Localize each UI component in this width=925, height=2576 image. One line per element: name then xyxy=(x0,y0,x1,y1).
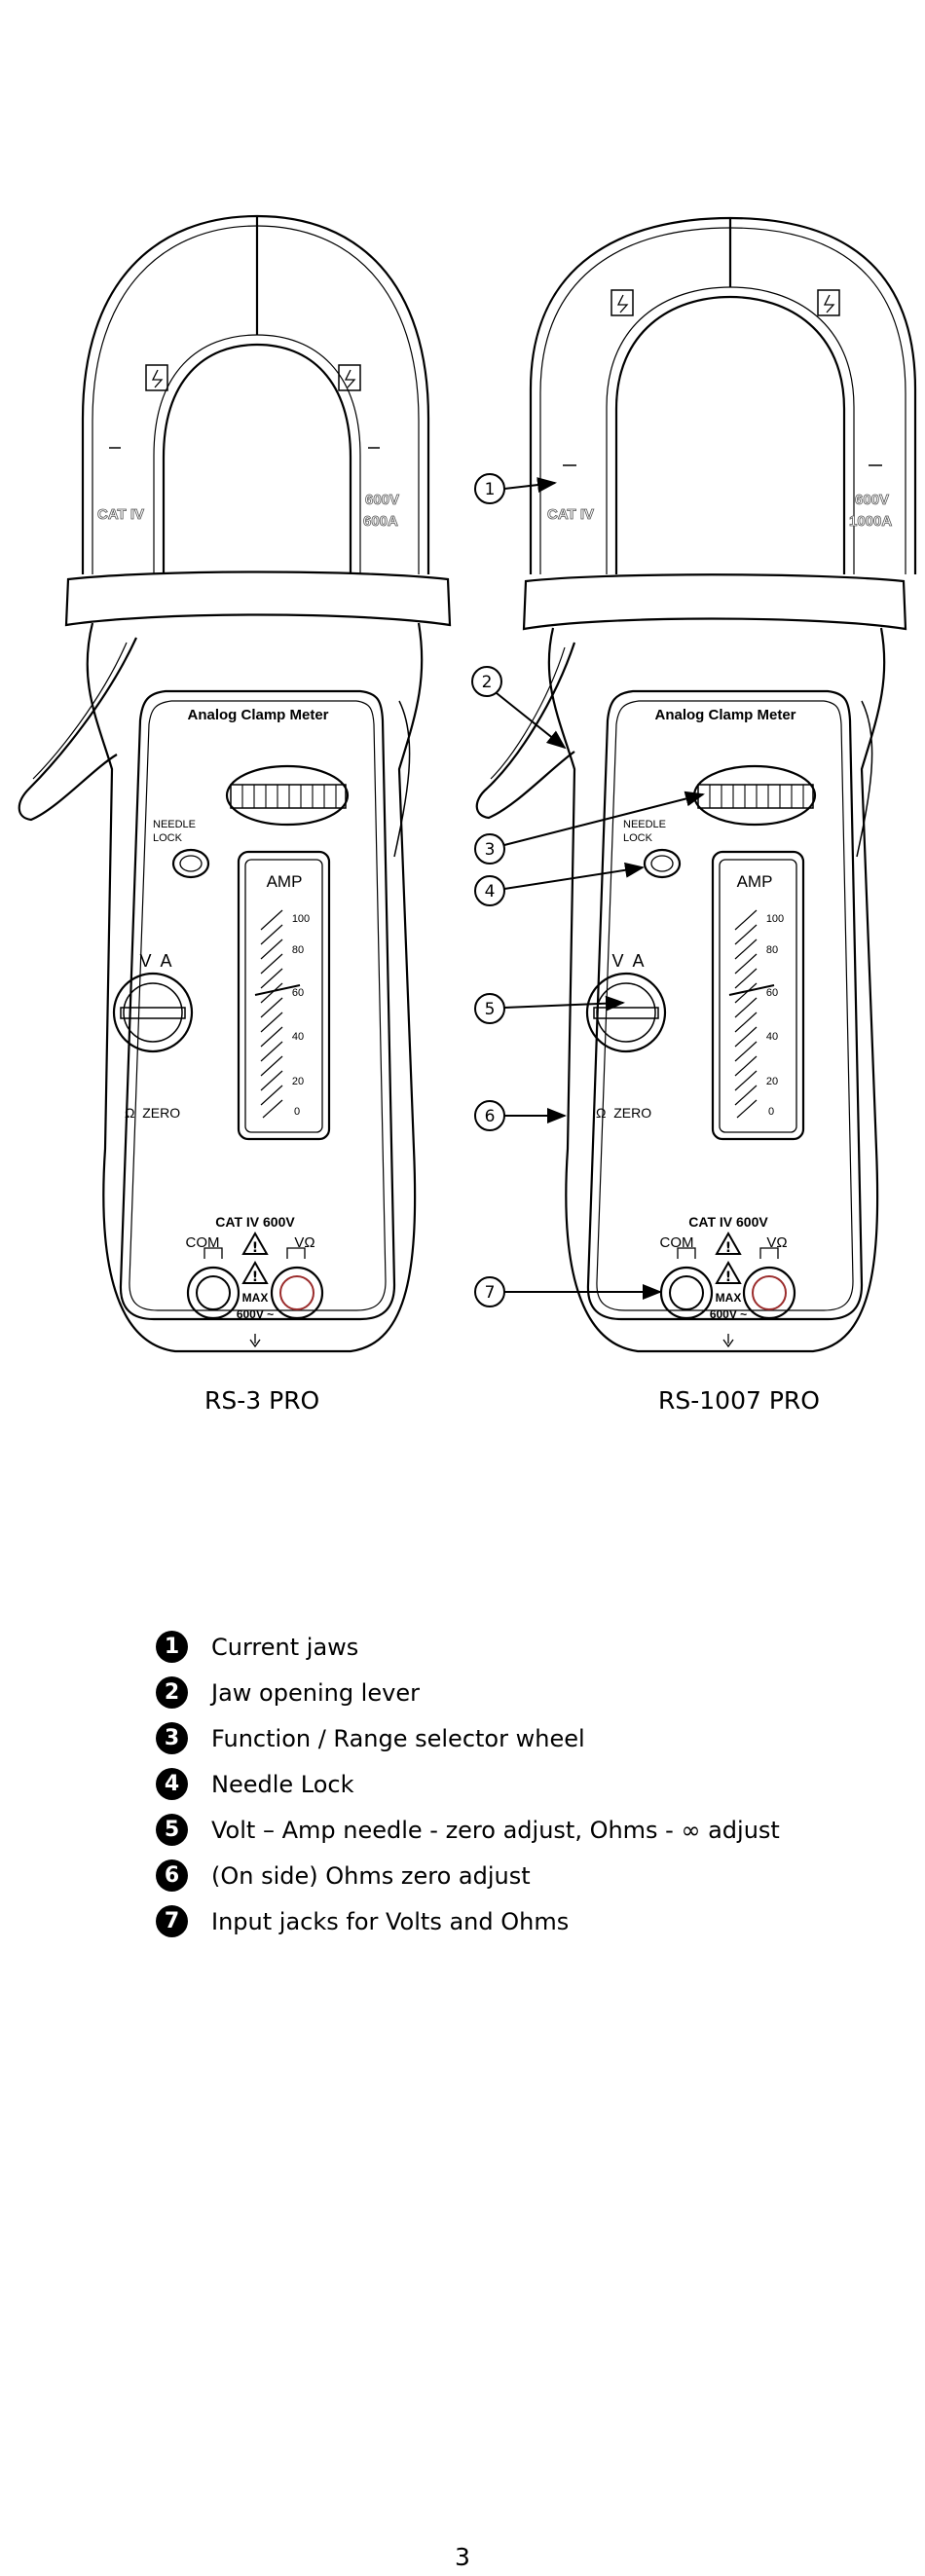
callout-3: 3 xyxy=(485,840,496,860)
number-badge: 5 xyxy=(156,1814,188,1846)
scale-tick: 60 xyxy=(766,987,778,999)
jack-vohm-label: VΩ xyxy=(766,1234,787,1251)
legend-text: (On side) Ohms zero adjust xyxy=(211,1861,531,1890)
va-label: V A xyxy=(611,951,644,971)
jack-com-label: COM xyxy=(186,1234,220,1251)
model-label-rs3: RS-3 PRO xyxy=(204,1386,320,1415)
needle-lock-label-2: LOCK xyxy=(623,832,653,844)
legend-text: Needle Lock xyxy=(211,1770,354,1798)
scale-tick: 20 xyxy=(766,1076,778,1087)
callout-6: 6 xyxy=(485,1107,496,1126)
legend-text: Jaw opening lever xyxy=(211,1678,420,1707)
legend-text: Current jaws xyxy=(211,1633,359,1661)
scale-tick: 20 xyxy=(292,1076,304,1087)
legend-item: 4 Needle Lock xyxy=(156,1761,780,1807)
scale-tick: 80 xyxy=(292,944,304,956)
jaw-right-current: 1000A xyxy=(849,513,892,530)
jaw-left-label: CAT IV xyxy=(97,506,144,523)
max-voltage: 600V ~ xyxy=(237,1307,274,1321)
legend-item: 6 (On side) Ohms zero adjust xyxy=(156,1853,780,1898)
parts-legend: 1 Current jaws 2 Jaw opening lever 3 Functi… xyxy=(156,1624,780,1944)
legend-text: Input jacks for Volts and Ohms xyxy=(211,1907,570,1935)
scale-tick: 60 xyxy=(292,987,304,999)
callout-5: 5 xyxy=(485,1000,496,1019)
jaw-right-voltage: 600V xyxy=(855,492,889,508)
max-voltage: 600V ~ xyxy=(710,1307,747,1321)
jaw-left-label: CAT IV xyxy=(547,506,594,523)
svg-text:!: ! xyxy=(725,1270,731,1285)
ohm-zero-label: Ω ZERO xyxy=(596,1105,651,1121)
jack-vohm-label: VΩ xyxy=(294,1234,314,1251)
number-badge: 2 xyxy=(156,1676,188,1709)
max-label: MAX xyxy=(242,1291,269,1305)
meter-illustration: 1 2 3 4 5 6 7 CAT IV 600V 600A Analog Cl… xyxy=(18,214,917,1353)
scale-tick: 40 xyxy=(766,1031,778,1043)
cat-rating: CAT IV 600V xyxy=(688,1214,768,1230)
callout-2: 2 xyxy=(482,673,493,692)
svg-text:!: ! xyxy=(252,1240,258,1256)
meter-title: Analog Clamp Meter xyxy=(187,707,328,723)
scale-tick: 40 xyxy=(292,1031,304,1043)
lever xyxy=(475,642,576,820)
ohm-zero-label: Ω ZERO xyxy=(125,1105,180,1121)
legend-item: 7 Input jacks for Volts and Ohms xyxy=(156,1898,780,1944)
jaw-right-voltage: 600V xyxy=(365,492,399,508)
legend-item: 2 Jaw opening lever xyxy=(156,1670,780,1715)
meter-title: Analog Clamp Meter xyxy=(654,707,796,723)
model-label-rs1007: RS-1007 PRO xyxy=(658,1386,820,1415)
legend-text: Volt – Amp needle - zero adjust, Ohms - … xyxy=(211,1816,780,1844)
scale-tick: 0 xyxy=(768,1106,774,1118)
number-badge: 1 xyxy=(156,1631,188,1663)
meter-rs1007 xyxy=(475,216,917,1353)
cat-rating: CAT IV 600V xyxy=(215,1214,295,1230)
meter-rs3 xyxy=(18,214,452,1353)
number-badge: 3 xyxy=(156,1722,188,1754)
svg-text:!: ! xyxy=(725,1240,731,1256)
svg-text:!: ! xyxy=(252,1270,258,1285)
max-label: MAX xyxy=(716,1291,742,1305)
number-badge: 7 xyxy=(156,1905,188,1937)
jack-com-label: COM xyxy=(660,1234,694,1251)
scale-tick: 100 xyxy=(766,913,784,925)
legend-text: Function / Range selector wheel xyxy=(211,1724,585,1752)
scale-unit: AMP xyxy=(267,872,303,891)
legend-item: 1 Current jaws xyxy=(156,1624,780,1670)
scale-tick: 0 xyxy=(294,1106,300,1118)
scale-tick: 80 xyxy=(766,944,778,956)
jaw-right-current: 600A xyxy=(363,513,398,530)
scale-unit: AMP xyxy=(737,872,773,891)
legend-item: 3 Function / Range selector wheel xyxy=(156,1715,780,1761)
callout-1: 1 xyxy=(485,480,496,499)
needle-lock-label-2: LOCK xyxy=(153,832,183,844)
lever xyxy=(18,637,137,822)
needle-lock-label-1: NEEDLE xyxy=(153,819,196,830)
va-label: V A xyxy=(139,951,171,971)
number-badge: 6 xyxy=(156,1859,188,1892)
needle-lock-label-1: NEEDLE xyxy=(623,819,666,830)
callout-4: 4 xyxy=(485,882,496,902)
callout-7: 7 xyxy=(485,1283,496,1303)
meter-body xyxy=(547,627,886,1353)
scale-tick: 100 xyxy=(292,913,310,925)
legend-item: 5 Volt – Amp needle - zero adjust, Ohms -… xyxy=(156,1807,780,1853)
page-number: 3 xyxy=(455,2543,470,2571)
number-badge: 4 xyxy=(156,1768,188,1800)
meter-body xyxy=(86,622,424,1353)
